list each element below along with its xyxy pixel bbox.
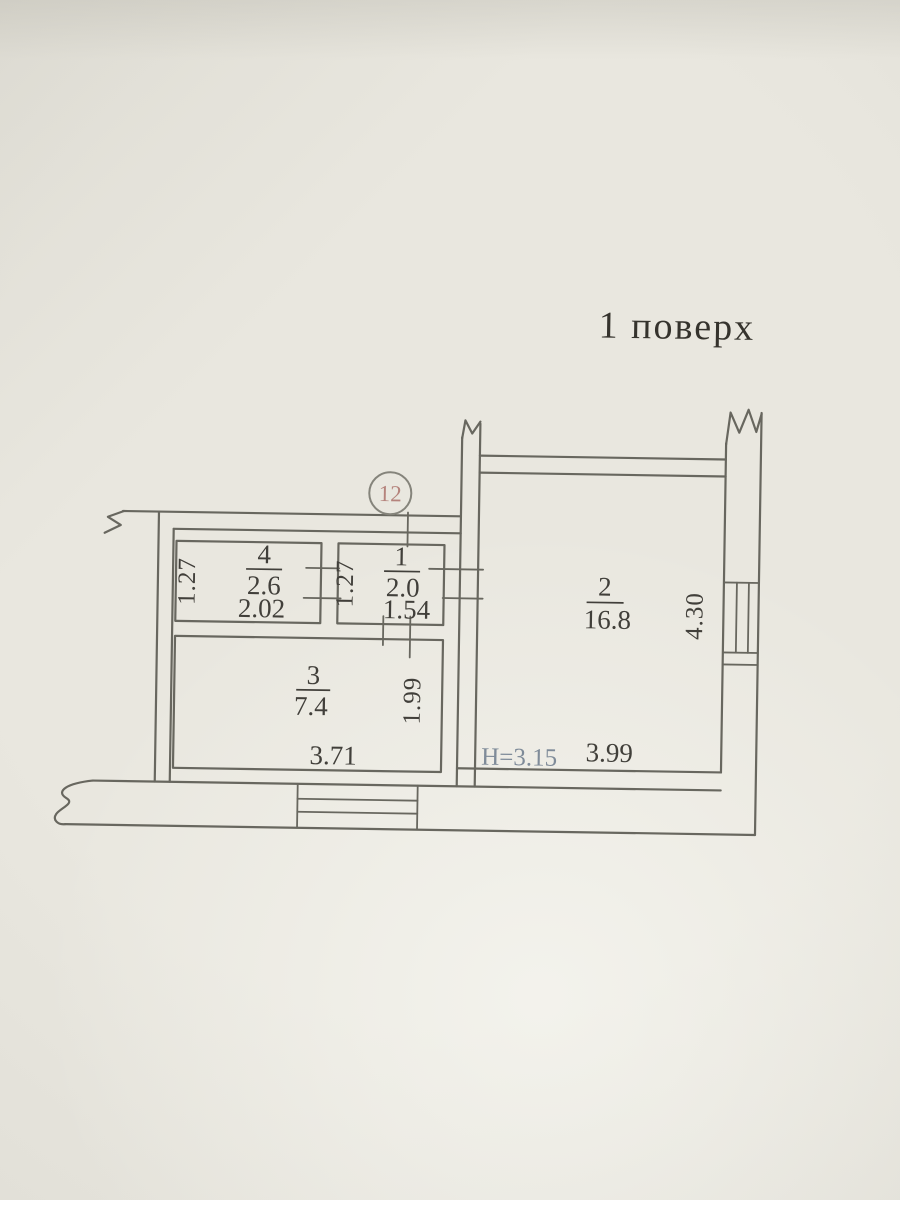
wall-left-outer [155,512,159,782]
right-window-pane-b [748,583,749,653]
room3-number: 3 [306,660,320,690]
bottom-window-pane-a [297,799,417,801]
room4-depth-dim: 1.27 [174,557,202,605]
room4-number: 4 [257,539,271,569]
wall-corridor-left [457,437,462,786]
wall-break-right-top [726,409,762,445]
wall-break-corridor-top [462,420,480,438]
room1-depth-dim: 1.27 [332,559,360,607]
wall-bottom-outer [65,824,755,835]
right-window-sill [723,664,758,665]
right-window-pane-a [736,583,737,653]
bottom-window-jamb-right [417,786,418,830]
room2-depth-dim: 4.30 [681,592,709,640]
ceiling-height-note: H=3.15 [481,744,557,772]
bottom-window-jamb-left [297,784,298,828]
room3-width-dim: 3.71 [309,740,357,771]
wall-top-left-outer [123,511,461,516]
room4-width-dim: 2.02 [238,593,286,624]
wall-break-top-left [105,511,124,533]
room3-depth-dim: 1.99 [399,676,427,724]
plan-group: 12 1 поверх 4 2.6 2.02 1.27 1 2.0 1.54 1… [55,296,763,835]
floor-title: 1 поверх [598,304,755,348]
room2-area: 16.8 [583,604,631,635]
wall-break-bottom-left [55,780,93,825]
room1-number: 1 [394,541,408,571]
room3-area: 7.4 [294,691,329,722]
wall-right-inner [721,443,726,772]
wall-right-outer [755,413,762,835]
opening-tick-room1-right-a [429,569,483,570]
room2-fraction-bar [587,602,624,603]
room1-width-dim: 1.54 [383,594,431,625]
right-window-tick-top [724,582,759,583]
unit-number: 12 [379,481,402,506]
right-window-tick-bottom [723,652,758,653]
wall-corridor-right [475,424,481,787]
room2-width-dim: 3.99 [585,737,633,768]
wall-room2-top-outer [480,456,726,460]
wall-top-left-inner [174,529,461,534]
room2-number: 2 [598,571,612,601]
wall-bottom-inner [93,781,721,791]
bottom-window-pane-b [297,812,417,814]
wall-room2-top-inner [480,473,726,477]
